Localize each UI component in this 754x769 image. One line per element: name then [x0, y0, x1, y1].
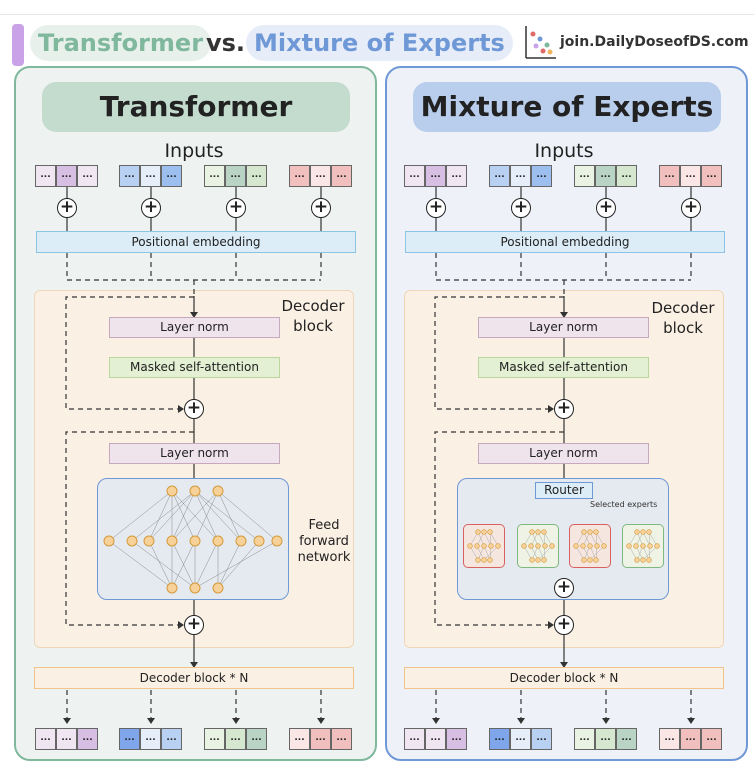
token: ... [161, 728, 182, 750]
residual-add-icon: + [554, 399, 574, 419]
token: ... [489, 728, 510, 750]
add-icon: + [141, 198, 161, 218]
token: ... [659, 728, 680, 750]
token: ... [404, 165, 425, 187]
add-icon: + [311, 198, 331, 218]
token: ... [289, 165, 310, 187]
token: ... [119, 165, 140, 187]
token: ... [310, 165, 331, 187]
top-divider [0, 14, 754, 15]
token: ... [35, 728, 56, 750]
token: ... [595, 165, 616, 187]
token: ... [204, 728, 225, 750]
token: ... [77, 728, 98, 750]
token: ... [119, 728, 140, 750]
header-title-vs: vs. [206, 29, 246, 57]
token: ... [531, 165, 552, 187]
token: ... [574, 165, 595, 187]
transformer-decoder-block-label: Decoder block [281, 297, 345, 335]
residual-add-icon: + [184, 615, 204, 635]
add-icon: + [226, 198, 246, 218]
token: ... [680, 165, 701, 187]
token: ... [531, 728, 552, 750]
add-icon: + [426, 198, 446, 218]
moe-layer-norm-1: Layer norm [478, 317, 649, 338]
token: ... [225, 165, 246, 187]
moe-panel-title: Mixture of Experts [413, 82, 721, 132]
transformer-decoder-block-n: Decoder block * N [34, 667, 354, 689]
scatter-plot-logo-icon [525, 26, 556, 59]
add-icon: + [681, 198, 701, 218]
accent-bar [12, 24, 24, 66]
token: ... [446, 165, 467, 187]
selected-experts-label: Selected experts [590, 500, 658, 509]
add-icon: + [57, 198, 77, 218]
transformer-positional-embedding: Positional embedding [36, 231, 356, 253]
token: ... [425, 165, 446, 187]
token: ... [659, 165, 680, 187]
add-icon: + [511, 198, 531, 218]
token: ... [510, 165, 531, 187]
header-title-transformer: Transformer [30, 25, 212, 61]
token: ... [310, 728, 331, 750]
token: ... [425, 728, 446, 750]
token: ... [616, 728, 637, 750]
moe-layer-norm-2: Layer norm [478, 443, 649, 464]
token: ... [289, 728, 310, 750]
residual-add-icon: + [554, 615, 574, 635]
token: ... [680, 728, 701, 750]
token: ... [446, 728, 467, 750]
token: ... [510, 728, 531, 750]
residual-add-icon: + [184, 399, 204, 419]
add-icon: + [596, 198, 616, 218]
transformer-layer-norm-1: Layer norm [109, 317, 280, 338]
token: ... [56, 728, 77, 750]
token: ... [246, 728, 267, 750]
token: ... [161, 165, 182, 187]
token: ... [35, 165, 56, 187]
token: ... [616, 165, 637, 187]
router-box: Router [535, 482, 593, 499]
transformer-panel-title: Transformer [42, 82, 350, 132]
moe-positional-embedding: Positional embedding [405, 231, 725, 253]
expert-combine-add-icon: + [554, 578, 574, 598]
moe-inputs-label: Inputs [534, 140, 594, 162]
neural-network-icon [103, 485, 283, 594]
moe-masked-attention: Masked self-attention [478, 357, 649, 378]
token: ... [331, 165, 352, 187]
token: ... [404, 728, 425, 750]
ffn-label: Feed forward network [297, 518, 351, 565]
transformer-layer-norm-2: Layer norm [109, 443, 280, 464]
token: ... [56, 165, 77, 187]
token: ... [701, 165, 722, 187]
expert-network-icons [467, 529, 660, 563]
header-title-moe: Mixture of Experts [246, 25, 513, 61]
brand-url[interactable]: join.DailyDoseofDS.com [560, 34, 749, 50]
transformer-inputs-label: Inputs [164, 140, 224, 162]
moe-decoder-block-n: Decoder block * N [404, 667, 724, 689]
token: ... [140, 165, 161, 187]
token: ... [489, 165, 510, 187]
token: ... [140, 728, 161, 750]
token: ... [204, 165, 225, 187]
token: ... [701, 728, 722, 750]
token: ... [574, 728, 595, 750]
transformer-masked-attention: Masked self-attention [109, 357, 280, 378]
moe-decoder-block-label: Decoder block [651, 299, 715, 337]
token: ... [77, 165, 98, 187]
token: ... [246, 165, 267, 187]
token: ... [595, 728, 616, 750]
token: ... [225, 728, 246, 750]
token: ... [331, 728, 352, 750]
